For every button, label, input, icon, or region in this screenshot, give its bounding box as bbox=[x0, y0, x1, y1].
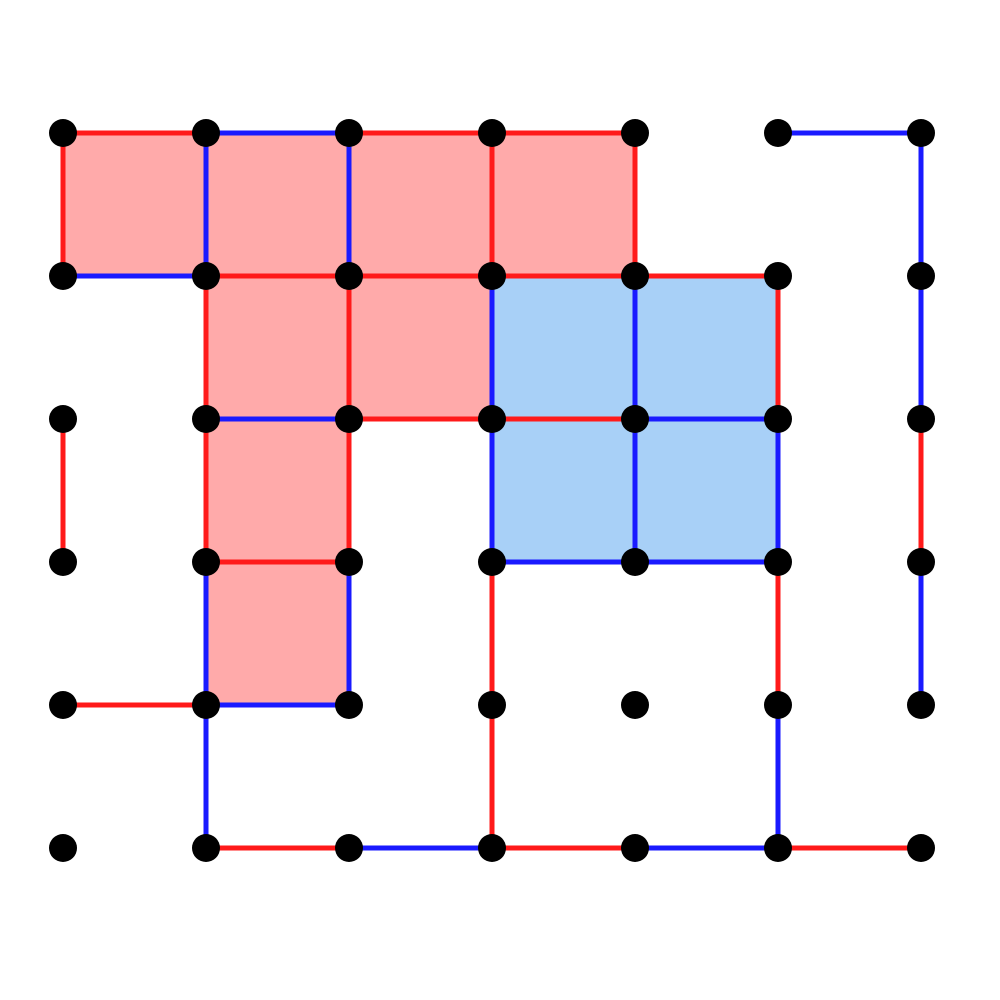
node-5-3 bbox=[764, 548, 792, 576]
node-5-2 bbox=[764, 405, 792, 433]
cell-red-1-0 bbox=[206, 133, 349, 276]
node-4-1 bbox=[621, 262, 649, 290]
node-3-1 bbox=[478, 262, 506, 290]
node-1-0 bbox=[192, 119, 220, 147]
node-2-1 bbox=[335, 262, 363, 290]
node-4-4 bbox=[621, 691, 649, 719]
node-6-1 bbox=[907, 262, 935, 290]
node-2-2 bbox=[335, 405, 363, 433]
node-5-1 bbox=[764, 262, 792, 290]
cell-red-2-0 bbox=[349, 133, 492, 276]
node-5-5 bbox=[764, 834, 792, 862]
node-0-0 bbox=[49, 119, 77, 147]
node-2-4 bbox=[335, 691, 363, 719]
node-4-5 bbox=[621, 834, 649, 862]
node-3-4 bbox=[478, 691, 506, 719]
node-1-4 bbox=[192, 691, 220, 719]
node-6-0 bbox=[907, 119, 935, 147]
cell-red-2-1 bbox=[349, 276, 492, 419]
cell-red-1-2 bbox=[206, 419, 349, 562]
node-4-3 bbox=[621, 548, 649, 576]
cell-blue-3-2 bbox=[492, 419, 635, 562]
node-2-5 bbox=[335, 834, 363, 862]
node-6-2 bbox=[907, 405, 935, 433]
node-6-3 bbox=[907, 548, 935, 576]
cell-blue-4-2 bbox=[635, 419, 778, 562]
node-2-3 bbox=[335, 548, 363, 576]
cell-red-3-0 bbox=[492, 133, 635, 276]
cell-red-1-3 bbox=[206, 562, 349, 705]
cell-red-1-1 bbox=[206, 276, 349, 419]
node-0-5 bbox=[49, 834, 77, 862]
node-5-0 bbox=[764, 119, 792, 147]
node-1-1 bbox=[192, 262, 220, 290]
node-1-2 bbox=[192, 405, 220, 433]
node-6-5 bbox=[907, 834, 935, 862]
node-0-1 bbox=[49, 262, 77, 290]
node-3-3 bbox=[478, 548, 506, 576]
node-4-2 bbox=[621, 405, 649, 433]
node-3-0 bbox=[478, 119, 506, 147]
cell-blue-4-1 bbox=[635, 276, 778, 419]
node-0-2 bbox=[49, 405, 77, 433]
nodes-layer bbox=[49, 119, 935, 862]
node-6-4 bbox=[907, 691, 935, 719]
node-0-3 bbox=[49, 548, 77, 576]
node-1-5 bbox=[192, 834, 220, 862]
node-5-4 bbox=[764, 691, 792, 719]
node-3-5 bbox=[478, 834, 506, 862]
cell-blue-3-1 bbox=[492, 276, 635, 419]
cell-red-0-0 bbox=[63, 133, 206, 276]
node-2-0 bbox=[335, 119, 363, 147]
node-0-4 bbox=[49, 691, 77, 719]
edges-layer bbox=[60, 130, 924, 851]
node-1-3 bbox=[192, 548, 220, 576]
node-3-2 bbox=[478, 405, 506, 433]
node-4-0 bbox=[621, 119, 649, 147]
cells-layer bbox=[63, 133, 778, 705]
